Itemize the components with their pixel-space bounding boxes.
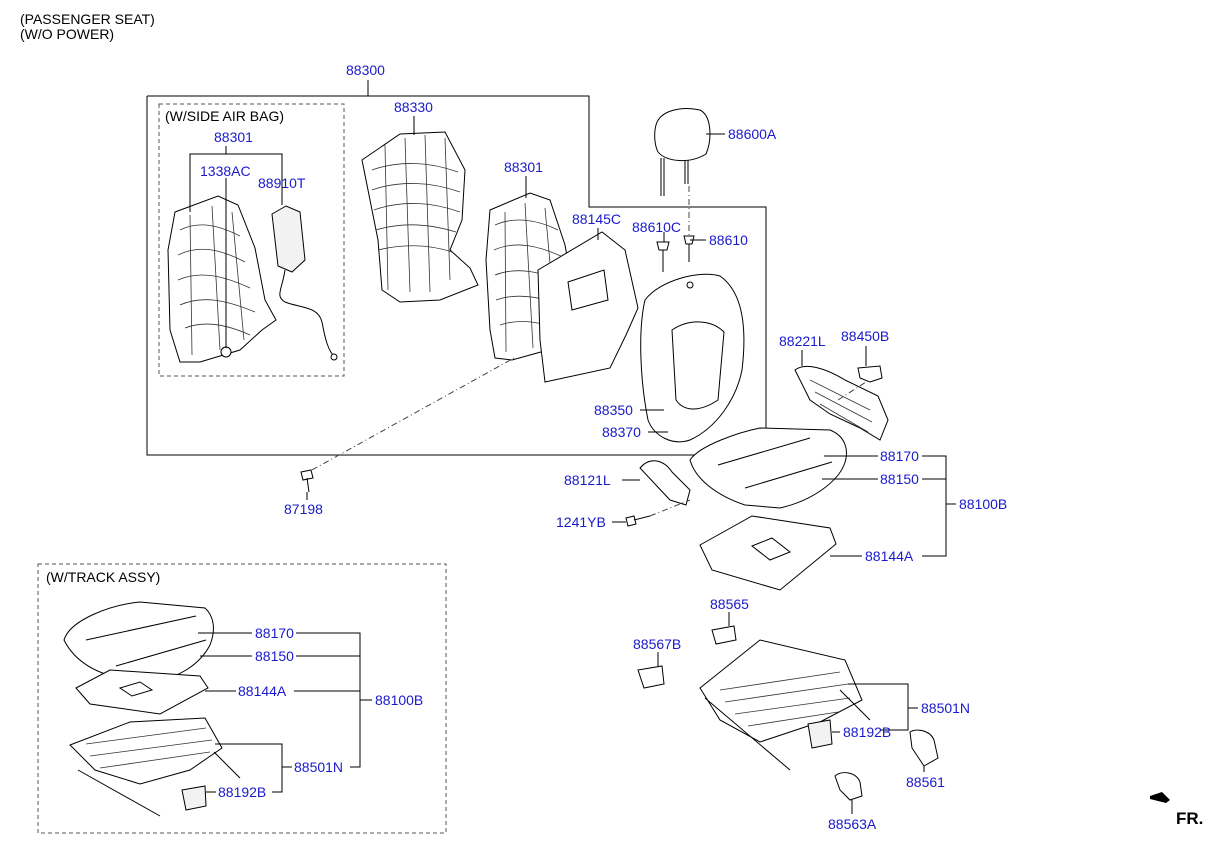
back-pad-part: [537, 231, 639, 383]
label-88450B: 88450B: [841, 328, 889, 344]
label-track-88170: 88170: [255, 625, 294, 641]
track-assy-group-caption: (W/TRACK ASSY): [46, 569, 160, 585]
label-1241YB: 1241YB: [556, 514, 606, 530]
headrest-guide-parts: [656, 186, 695, 272]
side-airbag-group-frame: [158, 103, 345, 377]
track-lower-cover-part: [834, 772, 863, 801]
track-cover-part: [637, 665, 665, 689]
seatback-assembly-frame: [146, 95, 767, 456]
label-88610: 88610: [709, 232, 748, 248]
side-airbag-group-caption: (W/SIDE AIR BAG): [165, 108, 284, 124]
label-88561: 88561: [906, 774, 945, 790]
label-88910T: 88910T: [258, 175, 306, 191]
clip-axis-line: [837, 381, 867, 401]
label-88300: 88300: [346, 62, 385, 78]
seat-track-part: [699, 639, 871, 771]
label-88350: 88350: [594, 402, 633, 418]
bolt-87198-part: [300, 469, 314, 493]
label-track-88150: 88150: [255, 648, 294, 664]
label-88301: 88301: [504, 159, 543, 175]
label-88610C: 88610C: [632, 219, 681, 235]
track-group-track-part: [69, 717, 241, 817]
track-group-pad-part: [75, 669, 209, 715]
side-cover-part: [794, 365, 889, 441]
label-88567B: 88567B: [633, 636, 681, 652]
front-direction-label: FR.: [1176, 809, 1203, 828]
seatback-frame-airbag-part: [167, 195, 277, 363]
bolt-axis-line: [311, 357, 515, 471]
recliner-cover-part: [639, 460, 691, 506]
label-88563A: 88563A: [828, 816, 877, 832]
side-cover-clip-part: [857, 365, 883, 383]
side-airbag-module-part: [271, 205, 338, 361]
diagram-title-line2: (W/O POWER): [20, 26, 115, 42]
label-track-88100B: 88100B: [375, 692, 423, 708]
front-direction-arrow-icon: [1150, 792, 1170, 803]
label-88121L: 88121L: [564, 472, 611, 488]
seatback-panel-part: [361, 131, 479, 303]
label-1338AC: 1338AC: [200, 163, 251, 179]
label-88221L: 88221L: [779, 333, 826, 349]
label-88501N: 88501N: [921, 700, 970, 716]
back-cover-part: [640, 273, 745, 443]
label-88370: 88370: [602, 424, 641, 440]
label-track-88144A: 88144A: [238, 683, 287, 699]
diagram-title-line1: (PASSENGER SEAT): [20, 11, 155, 27]
label-88192B: 88192B: [843, 724, 891, 740]
label-88600A: 88600A: [728, 126, 777, 142]
label-87198: 87198: [284, 501, 323, 517]
label-88170: 88170: [880, 448, 919, 464]
headrest-part: [654, 108, 711, 196]
label-88301-airbag: 88301: [214, 129, 253, 145]
label-track-88501N: 88501N: [294, 759, 343, 775]
label-88330: 88330: [394, 99, 433, 115]
bolt-1241YB-part: [625, 515, 651, 527]
label-88100B: 88100B: [959, 496, 1007, 512]
label-88150: 88150: [880, 471, 919, 487]
track-end-cover-part: [909, 729, 939, 767]
track-assy-group-frame: [37, 563, 447, 834]
track-group-cushion-part: [63, 601, 214, 683]
motor-cover-part: [807, 719, 833, 749]
label-88144A: 88144A: [865, 548, 914, 564]
label-track-88192B: 88192B: [218, 784, 266, 800]
bolt-axis-line-2: [649, 499, 691, 517]
label-88145C: 88145C: [572, 211, 621, 227]
track-bracket-part: [711, 625, 737, 645]
seat-cushion-part: [689, 427, 847, 509]
label-88565: 88565: [710, 596, 749, 612]
track-group-motor-part: [181, 785, 207, 811]
cushion-pad-part: [699, 515, 837, 591]
